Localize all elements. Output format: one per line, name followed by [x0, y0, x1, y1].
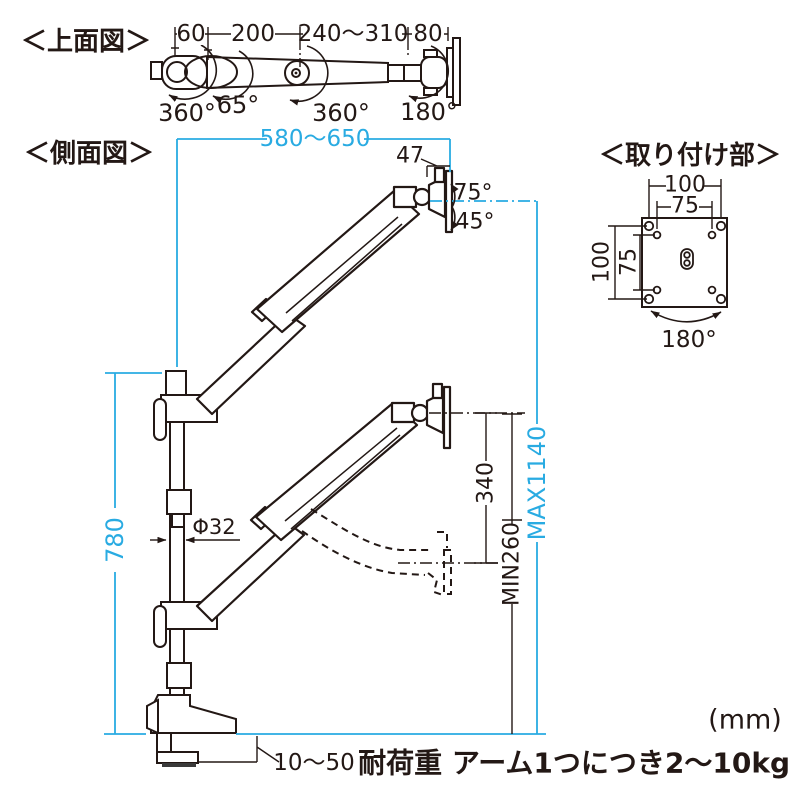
upper-arm-slot	[285, 216, 403, 322]
lower-arm-link	[195, 521, 306, 623]
head-tab-upper	[423, 49, 438, 58]
bracket-lever-lower	[153, 605, 167, 648]
side-view-title: ＜側面図＞	[24, 139, 154, 169]
upper-head-ball	[412, 187, 432, 207]
top-dim-centerlines	[299, 41, 409, 67]
mount-dim-100h	[608, 225, 647, 300]
text-backgrounds	[102, 22, 704, 604]
angle-mount-180: 180°	[661, 327, 716, 353]
angle-45: 45°	[456, 210, 495, 235]
dashed-vesa-plate	[443, 549, 452, 595]
clamp-pad	[162, 763, 196, 767]
mount-title: ＜取り付け部＞	[599, 141, 781, 171]
dim-80: 80	[413, 21, 442, 47]
top-view-arm-drawing	[150, 37, 461, 106]
upper-arm-link	[195, 312, 307, 416]
desk-thickness-leader	[199, 736, 280, 763]
mount-dim-75h	[633, 234, 655, 291]
vesa-plate	[641, 217, 728, 308]
dim-340: 340	[474, 462, 499, 504]
dim-vesa-100h: 100	[590, 241, 615, 283]
pole-collar-lower	[166, 662, 192, 689]
top-dim-cross-ticks	[171, 47, 212, 51]
mid-joint-dot	[294, 71, 298, 75]
pole-cap	[165, 370, 187, 398]
lower-arm	[195, 382, 452, 623]
vesa-plate-edge	[452, 37, 461, 106]
dashed-forearm-top	[310, 508, 429, 551]
upper-head-knob	[433, 166, 446, 184]
pole-nub-top	[150, 61, 163, 80]
head-tab-lower	[423, 87, 438, 96]
dim-max1140: MAX1140	[523, 426, 551, 541]
dashed-head-knob	[437, 531, 448, 548]
mid-360-arc	[289, 45, 329, 106]
lower-head-ball	[410, 403, 430, 423]
dim-200: 200	[231, 21, 275, 47]
angle-65: 65°	[217, 91, 260, 119]
tilt-65-arc	[212, 50, 254, 103]
top-view-title: ＜上面図＞	[21, 27, 151, 57]
base-rotation-cover	[184, 55, 238, 89]
dim-47: 47	[396, 144, 424, 169]
pole-collar-upper	[166, 489, 192, 515]
mid-joint-hole	[291, 68, 301, 78]
bracket-lever-upper	[153, 398, 167, 441]
unit-label: (mm)	[708, 705, 782, 736]
angle-end-180: 180°	[400, 98, 458, 126]
lower-vesa-plate	[442, 385, 452, 450]
mount-180-arc	[650, 310, 722, 323]
top-view	[150, 27, 461, 106]
dashed-head-bottom	[427, 572, 444, 596]
tilt-arc-up	[450, 183, 459, 208]
mid-joint-housing	[284, 60, 310, 86]
upper-head-tip	[392, 185, 418, 209]
dim-min260: MIN260	[500, 522, 525, 606]
vesa-center-slot	[680, 248, 694, 270]
desk-clamp	[146, 694, 237, 767]
base-360-arc	[168, 44, 218, 102]
angle-75: 75°	[454, 181, 493, 206]
head-offset-dim	[420, 158, 450, 177]
clamp-body	[150, 694, 237, 734]
base-joint-circle	[166, 61, 188, 83]
load-capacity-note: 耐荷重 アーム1つにつき2〜10kg	[358, 747, 790, 780]
lower-arm-slot	[284, 427, 401, 530]
lower-arm-lowered-dashed	[301, 508, 452, 596]
dim-vesa-100w: 100	[664, 173, 706, 198]
dim-780: 780	[101, 517, 129, 563]
lower-head-tip	[390, 401, 416, 424]
dim-reach: 580〜650	[260, 126, 371, 152]
pole-shaft	[169, 397, 185, 697]
clamp-foot	[156, 751, 199, 764]
dim-10-50: 10〜50	[273, 750, 355, 776]
tilt-arc-down	[450, 206, 459, 231]
upper-arm-spring	[255, 189, 421, 334]
side-view	[104, 138, 546, 767]
pole-collar-stub	[171, 513, 185, 528]
dim-vesa-75h: 75	[617, 248, 642, 276]
angle-mid-360: 360°	[312, 99, 370, 127]
lower-arm-spring	[254, 401, 419, 542]
upper-arm	[195, 166, 454, 416]
top-dim-ticks	[174, 27, 449, 41]
angle-base-360: 360°	[158, 99, 216, 127]
lower-head-knob	[431, 382, 444, 400]
clamp-flange	[146, 698, 159, 735]
top-view-rotation-arcs	[168, 44, 449, 106]
dim-60: 60	[176, 21, 205, 47]
end-180-arc	[408, 45, 449, 103]
dashed-forearm-bottom	[301, 530, 426, 576]
head-housing-top	[420, 56, 448, 89]
dim-phi32: Φ32	[192, 515, 235, 539]
dim-240-310: 240〜310	[298, 21, 409, 47]
dim-vesa-75w: 75	[671, 194, 699, 219]
text-labels: ＜上面図＞ ＜側面図＞ ＜取り付け部＞ 60 200 240〜310 80 36…	[21, 21, 790, 780]
